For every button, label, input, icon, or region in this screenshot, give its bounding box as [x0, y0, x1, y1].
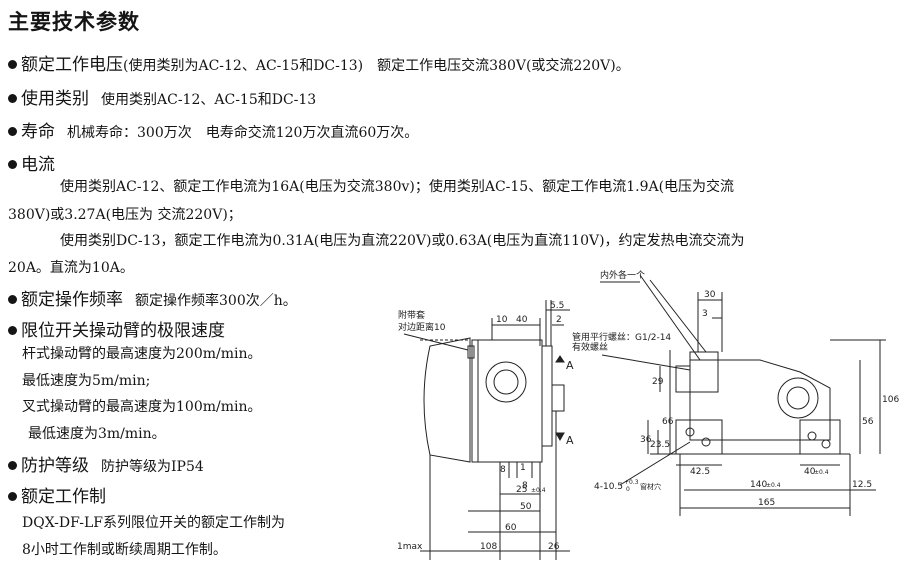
dim-label: 8 — [522, 481, 528, 491]
dim-label: 23.5 — [650, 440, 670, 450]
note-pipe-thread: 管用平行螺丝：G1/2-14 — [572, 331, 671, 343]
duty-line: 8小时工作制或断续周期工作制。 — [22, 542, 227, 558]
bullet-icon — [8, 94, 17, 103]
bullet-icon — [8, 60, 17, 69]
section-mark: A — [566, 434, 574, 447]
dim-label: 5.5 — [550, 301, 564, 311]
spec-heading: 使用类别 — [21, 89, 89, 109]
spec-protection: 防护等级防护等级为IP54 — [8, 451, 204, 476]
dim-label: 10 — [496, 315, 508, 325]
spec-current: 电流 — [8, 150, 67, 175]
current-line: 使用类别DC-13，额定工作电流为0.31A(电压为直流220V)或0.63A(… — [60, 233, 745, 249]
hole-tolerance: 0 — [626, 486, 630, 493]
dim-label: 25 — [516, 485, 527, 495]
note-hole-type: 窗材穴 — [640, 482, 661, 491]
note-sleeve: 附带套 — [398, 309, 425, 321]
dim-tolerance: ±0.4 — [766, 482, 781, 489]
spec-life: 寿命机械寿命：300万次 电寿命交流120万次直流60万次。 — [8, 117, 418, 142]
dim-tolerance: ±0.4 — [814, 469, 829, 476]
spec-heading: 限位开关操动臂的极限速度 — [21, 321, 225, 341]
bullet-icon — [8, 160, 17, 169]
dim-label: 8 — [500, 465, 506, 475]
bullet-icon — [8, 326, 17, 335]
current-line: 20A。直流为10A。 — [8, 260, 134, 276]
dim-label: 106 — [882, 395, 899, 405]
bullet-icon — [8, 461, 17, 470]
spec-heading: 额定工作电压 — [21, 55, 123, 75]
note-mounting-holes: 4-10.5 — [594, 482, 623, 492]
dim-label: 26 — [548, 542, 560, 552]
spec-text: (使用类别为AC-12、AC-15和DC-13) 额定工作电压交流380V(或交… — [123, 58, 630, 74]
dim-label: 56 — [862, 417, 874, 427]
dim-label: 12.5 — [852, 480, 872, 490]
duty-line: DQX-DF-LF系列限位开关的额定工作制为 — [22, 515, 285, 531]
section-mark: A — [566, 359, 574, 372]
spec-frequency: 额定操作频率额定操作频率300次／h。 — [8, 285, 297, 310]
dim-label: 36 — [640, 435, 652, 445]
speed-line: 叉式操动臂的最高速度为100m/min。 — [22, 399, 262, 415]
dim-label: 165 — [758, 498, 775, 508]
bullet-icon — [8, 295, 17, 304]
spec-heading: 电流 — [21, 155, 55, 175]
speed-line: 最低速度为5m/min; — [22, 373, 151, 389]
current-line: 380V)或3.27A(电压为 交流220V)； — [8, 207, 242, 223]
note-across-flats: 对边距离10 — [398, 321, 446, 333]
current-line: 使用类别AC-12、额定工作电流为16A(电压为交流380v)；使用类别AC-1… — [60, 179, 735, 195]
dim-label: 2 — [556, 315, 562, 325]
dim-label: 50 — [520, 502, 532, 512]
dim-label: 29 — [652, 377, 664, 387]
bullet-icon — [8, 492, 17, 501]
spec-heading: 防护等级 — [21, 456, 89, 476]
spec-text: 防护等级为IP54 — [101, 459, 204, 475]
dim-label: 3 — [702, 309, 708, 319]
dim-label: 42.5 — [690, 467, 710, 477]
speed-line: 最低速度为3m/min。 — [28, 426, 166, 442]
spec-category: 使用类别使用类别AC-12、AC-15和DC-13 — [8, 84, 316, 109]
spec-text: 机械寿命：300万次 电寿命交流120万次直流60万次。 — [67, 125, 419, 141]
dim-label: 108 — [480, 542, 497, 552]
spec-heading: 额定操作频率 — [21, 290, 123, 310]
note-effective-thread: 有效螺丝 — [572, 341, 608, 353]
dim-label: 30 — [704, 290, 716, 300]
note-inner-outer: 内外各一个 — [600, 269, 645, 281]
spec-text: 使用类别AC-12、AC-15和DC-13 — [101, 92, 317, 108]
hole-tolerance: +0.3 — [624, 479, 639, 486]
spec-duty: 额定工作制 — [8, 482, 118, 507]
dim-label: 40 — [804, 467, 816, 477]
dim-label: 60 — [505, 523, 517, 533]
page-title: 主要技术参数 — [8, 10, 140, 34]
spec-text: 额定操作频率300次／h。 — [135, 293, 297, 309]
spec-heading: 额定工作制 — [21, 487, 106, 507]
max-label: 1max — [397, 542, 423, 552]
spec-speed: 限位开关操动臂的极限速度 — [8, 316, 237, 341]
spec-heading: 寿命 — [21, 122, 55, 142]
dim-label: 66 — [662, 417, 674, 427]
dim-label: 1 — [520, 463, 526, 473]
dim-label: 40 — [516, 315, 528, 325]
dim-tolerance: ±0.4 — [531, 487, 546, 494]
speed-line: 杆式操动臂的最高速度为200m/min。 — [22, 346, 262, 362]
spec-voltage: 额定工作电压(使用类别为AC-12、AC-15和DC-13) 额定工作电压交流3… — [8, 50, 630, 75]
dim-label: 140 — [750, 480, 767, 490]
bullet-icon — [8, 127, 17, 136]
